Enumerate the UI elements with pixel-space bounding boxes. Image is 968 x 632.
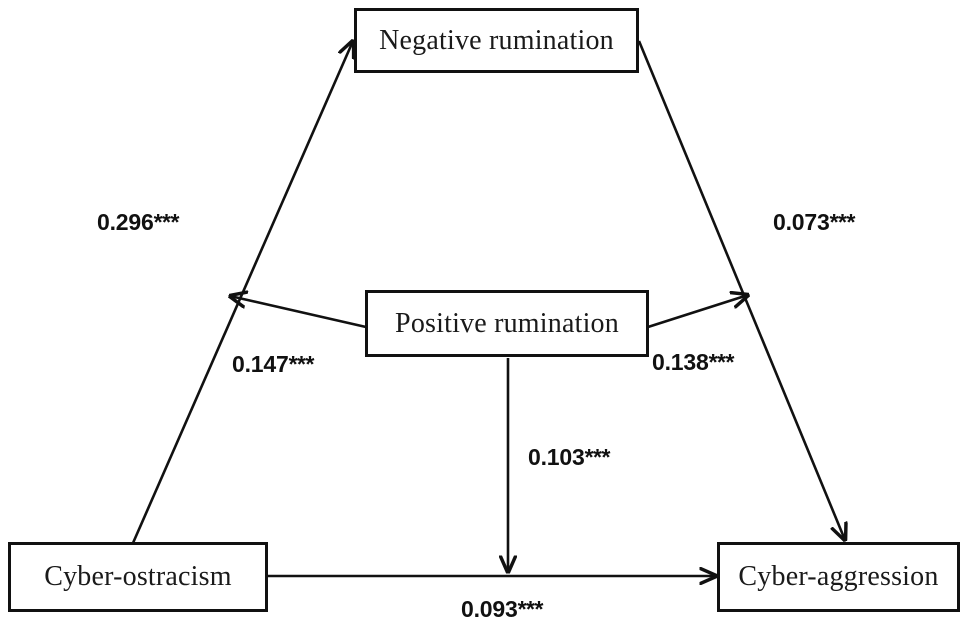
coefficient-ostracism-to-aggression: 0.093*** (461, 596, 543, 623)
node-label-negative-rumination: Negative rumination (379, 24, 614, 56)
path-line-positive-moderates-right (647, 295, 748, 329)
path-line-negative-to-aggression (637, 40, 845, 540)
node-cyber-aggression[interactable]: Cyber-aggression (717, 542, 960, 612)
coefficient-positive-moderates-right: 0.138*** (652, 349, 734, 376)
coefficient-value-0138: 0.138 (652, 349, 709, 375)
significance-stars-0093: *** (517, 596, 544, 622)
node-negative-rumination[interactable]: Negative rumination (354, 8, 639, 73)
node-positive-rumination[interactable]: Positive rumination (365, 290, 649, 357)
coefficient-value-0073: 0.073 (773, 209, 830, 235)
coefficient-value-0103: 0.103 (528, 444, 585, 470)
node-label-positive-rumination: Positive rumination (395, 307, 619, 339)
coefficient-value-0093: 0.093 (461, 596, 518, 622)
node-label-cyber-ostracism: Cyber-ostracism (44, 561, 232, 592)
coefficient-value-0296: 0.296 (97, 209, 154, 235)
significance-stars-0138: *** (708, 349, 735, 375)
coefficient-negative-to-aggression: 0.073*** (773, 209, 855, 236)
path-line-ostracism-to-negative (131, 41, 353, 544)
significance-stars-0296: *** (153, 209, 180, 235)
path-line-positive-moderates-left (230, 296, 367, 329)
node-cyber-ostracism[interactable]: Cyber-ostracism (8, 542, 268, 612)
node-label-cyber-aggression: Cyber-aggression (738, 561, 939, 592)
coefficient-ostracism-to-negative: 0.296*** (97, 209, 179, 236)
significance-stars-0073: *** (829, 209, 856, 235)
coefficient-positive-moderates-direct: 0.103*** (528, 444, 610, 471)
significance-stars-0103: *** (584, 444, 611, 470)
coefficient-positive-moderates-left: 0.147*** (232, 351, 314, 378)
significance-stars-0147: *** (288, 351, 315, 377)
coefficient-value-0147: 0.147 (232, 351, 289, 377)
